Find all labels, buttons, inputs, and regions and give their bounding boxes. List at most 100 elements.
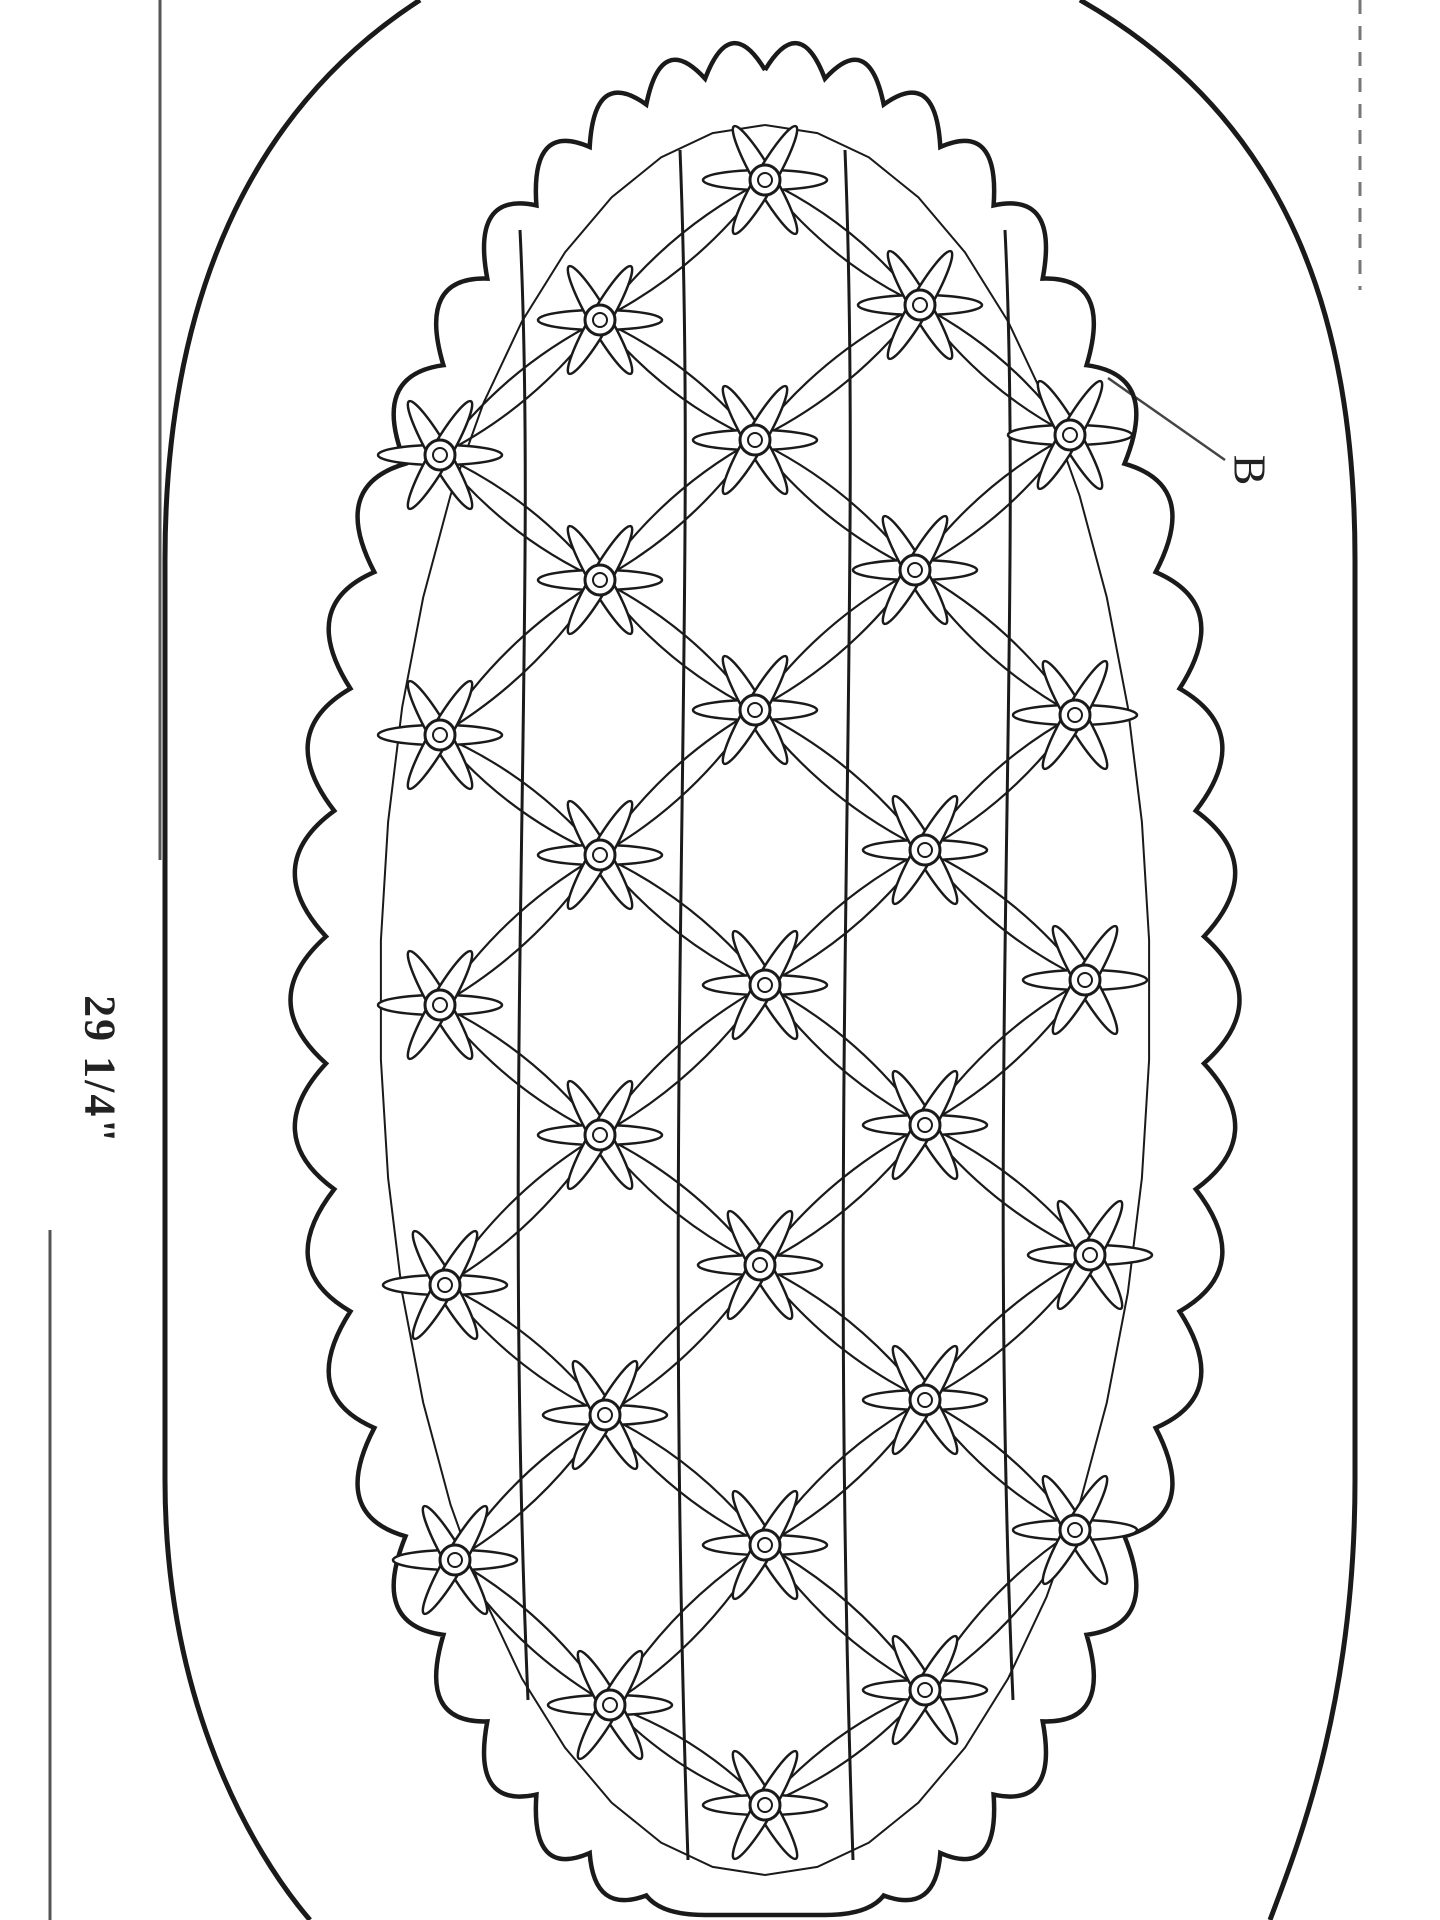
mesh-thread — [754, 439, 916, 571]
callout-leader — [1107, 376, 1226, 462]
lace-flower-motif — [851, 514, 979, 626]
tape-column — [841, 149, 855, 1861]
motif-center — [917, 1682, 933, 1698]
motif-center — [1062, 427, 1078, 443]
tape-column — [516, 229, 530, 1701]
mesh-thread — [764, 179, 921, 306]
mesh-thread — [764, 179, 921, 306]
lace-flower-motif — [536, 264, 664, 376]
mesh-thread — [924, 1124, 1091, 1256]
mesh-thread — [439, 453, 601, 581]
motif-center — [1077, 972, 1093, 988]
motif-center — [1082, 1247, 1098, 1263]
motif-center — [432, 997, 448, 1013]
lace-flower-motif — [861, 1069, 989, 1181]
mesh-thread — [754, 439, 916, 571]
lace-flower-motif — [1021, 924, 1149, 1036]
motif-center — [757, 1797, 773, 1813]
lace-flower-motif — [1026, 1199, 1154, 1311]
motif-center — [917, 1392, 933, 1408]
motif-center — [757, 1537, 773, 1553]
mesh-thread — [754, 709, 926, 851]
mesh-thread — [764, 1689, 926, 1807]
lace-flower-motif — [691, 384, 819, 496]
callout-label-b: B — [1224, 454, 1276, 486]
lace-flower-motif — [536, 799, 664, 911]
lace-flower-motif — [376, 679, 504, 791]
lace-flower-motif — [861, 794, 989, 906]
scalloped-border — [288, 40, 1242, 1918]
mesh-thread — [599, 318, 756, 441]
motif-center — [432, 447, 448, 463]
mesh-thread — [754, 304, 921, 441]
lace-flower-motif — [376, 949, 504, 1061]
mesh-thread — [599, 579, 756, 711]
mesh-thread — [924, 1254, 1091, 1401]
inner-edge — [379, 124, 1151, 1877]
lace-flower-motif — [546, 1649, 674, 1761]
motif-center — [437, 1277, 453, 1293]
motif-center — [747, 702, 763, 718]
motif-center — [592, 572, 608, 588]
lace-flower-motif — [856, 249, 984, 361]
dimension-label: 29 1/4" — [75, 995, 125, 1145]
scallop-edge — [288, 40, 1242, 1918]
mesh-thread — [604, 1414, 766, 1546]
lace-flower-motif — [701, 124, 829, 236]
mesh-thread — [439, 319, 601, 456]
motif-center — [1067, 707, 1083, 723]
motif-center — [592, 1127, 608, 1143]
lace-flower-motif — [536, 1079, 664, 1191]
mesh-thread — [604, 1414, 766, 1546]
motif-center — [592, 312, 608, 328]
motif-center — [757, 172, 773, 188]
lace-flower-motif — [391, 1504, 519, 1616]
motif-center — [757, 977, 773, 993]
motif-center — [432, 727, 448, 743]
flower-motifs — [376, 124, 1154, 1861]
lace-flower-motif — [536, 524, 664, 636]
lace-flower-motif — [691, 654, 819, 766]
motif-center — [597, 1407, 613, 1423]
motif-center — [912, 297, 928, 313]
mesh-thread — [754, 569, 916, 711]
mesh-thread — [599, 984, 766, 1136]
lace-flower-motif — [861, 1634, 989, 1746]
motif-center — [602, 1697, 618, 1713]
mesh-thread — [754, 709, 926, 851]
lace-flower-motif — [381, 1229, 509, 1341]
lace-flower-motif — [541, 1359, 669, 1471]
tape-column — [676, 149, 690, 1861]
lace-flower-motif — [1011, 1474, 1139, 1586]
motif-center — [917, 842, 933, 858]
motif-center — [592, 847, 608, 863]
motif-center — [752, 1257, 768, 1273]
mesh-thread — [924, 1124, 1091, 1256]
lace-flower-motif — [701, 1489, 829, 1601]
mesh-thread — [599, 319, 756, 442]
mesh-thread — [924, 1254, 1091, 1401]
mesh-thread — [444, 1284, 606, 1416]
mesh-thread — [754, 569, 916, 711]
motif-center — [917, 1117, 933, 1133]
motif-center — [747, 432, 763, 448]
lace-flower-motif — [1006, 379, 1134, 491]
mesh-thread — [599, 984, 766, 1136]
mesh-thread — [439, 733, 601, 856]
motif-center — [1067, 1522, 1083, 1538]
lace-flower-motif — [376, 399, 504, 511]
lace-flower-motif — [701, 1749, 829, 1861]
motif-center — [447, 1552, 463, 1568]
motif-center — [907, 562, 923, 578]
mesh-thread — [439, 454, 601, 582]
mesh-thread — [764, 1688, 926, 1806]
tape-column — [1001, 229, 1015, 1701]
lace-flower-motif — [1011, 659, 1139, 771]
lace-flower-motif — [701, 929, 829, 1041]
mesh-thread — [439, 319, 601, 456]
oval-outline — [162, 0, 1358, 1920]
mesh-thread — [754, 304, 921, 441]
mesh-thread — [599, 579, 756, 711]
mesh-thread — [439, 734, 601, 857]
